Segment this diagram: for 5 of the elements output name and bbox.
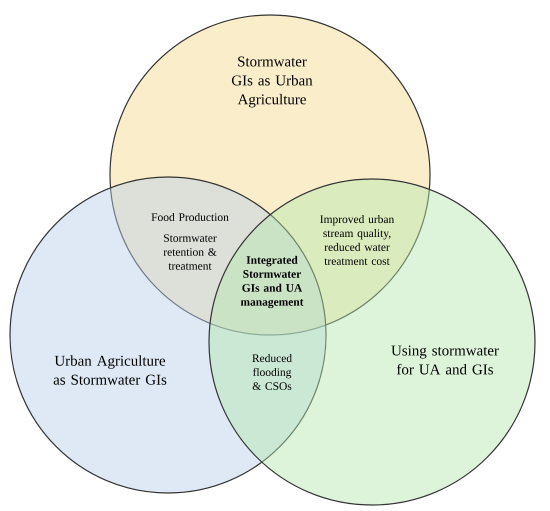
region-label: Food Production [152, 212, 229, 222]
region-label: Integrated Stormwater GIs and UA management [240, 256, 304, 308]
region-label: Stormwater retention & treatment [164, 234, 217, 270]
region-label: Improved urban stream quality, reduced water treatment cost [320, 215, 394, 265]
region-label: Reduced flooding & CSOs [252, 354, 292, 390]
